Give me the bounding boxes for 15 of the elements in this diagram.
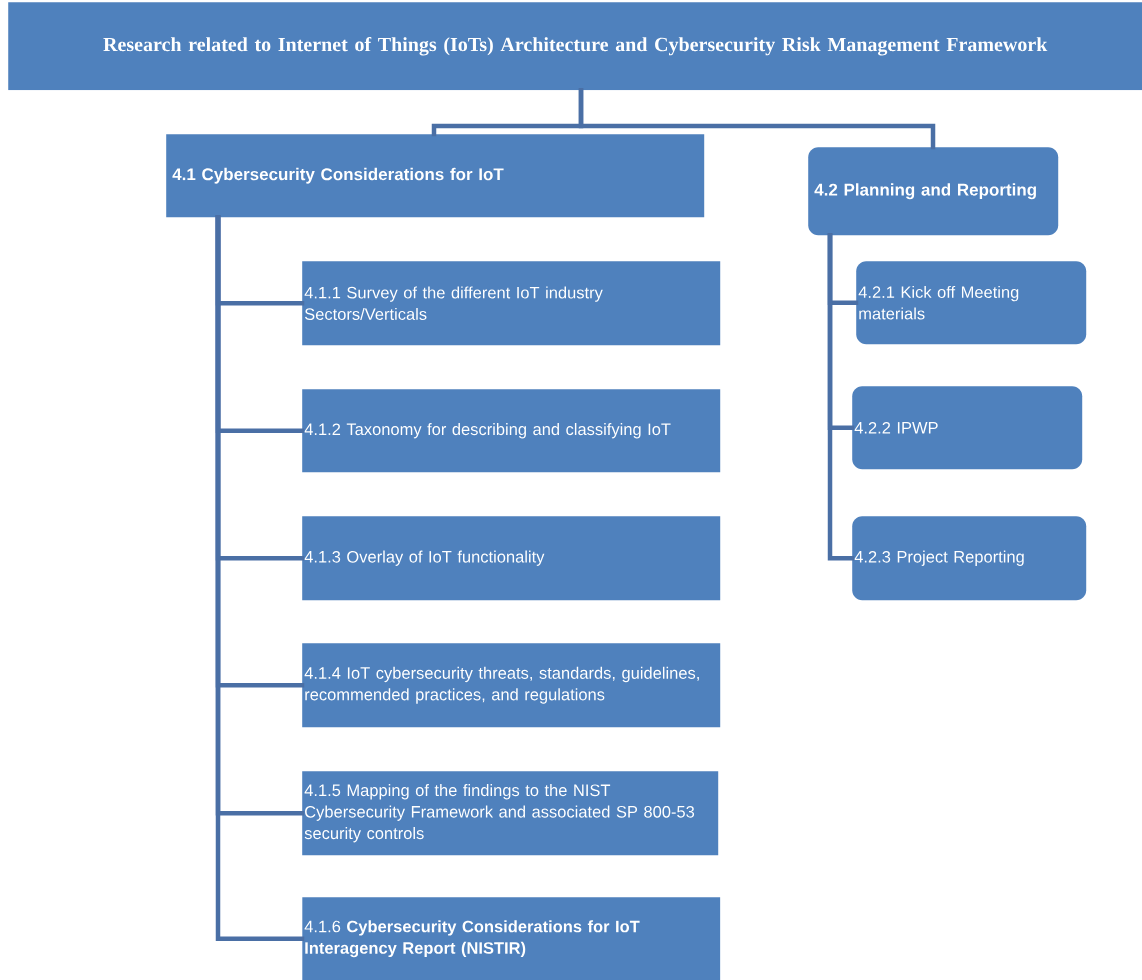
connector bbox=[827, 233, 855, 561]
task-box: 4.2.1 Kick off Meeting materials bbox=[856, 261, 1087, 345]
connector bbox=[578, 88, 936, 150]
task-box: 4.1.4 IoT cybersecurity threats, standards, guidelines, recommended practices, and regulations bbox=[302, 643, 721, 728]
title-box: Research related to Internet of Things (IoTs) Architecture and Cybersecurity Risk Management Framework bbox=[8, 2, 1142, 91]
task-box: 4.1.6 Cybersecurity Considerations for IoT Interagency Report (NISTIR) bbox=[302, 897, 721, 980]
task-box: 4.1.2 Taxonomy for describing and classifying IoT bbox=[302, 389, 721, 473]
task-box: 4.1.3 Overlay of IoT functionality bbox=[302, 516, 721, 601]
section-box: 4.1 Cybersecurity Considerations for IoT bbox=[166, 134, 705, 218]
task-box: 4.2.2 IPWP bbox=[852, 386, 1083, 470]
connector bbox=[215, 215, 305, 941]
task-box: 4.1.5 Mapping of the findings to the NIST Cybersecurity Framework and associated SP 800-53 security controls bbox=[302, 771, 719, 856]
task-box: 4.1.1 Survey of the different IoT industry Sectors/Verticals bbox=[302, 261, 721, 346]
task-box: 4.2.3 Project Reporting bbox=[852, 516, 1087, 601]
section-box: 4.2 Planning and Reporting bbox=[808, 147, 1059, 236]
